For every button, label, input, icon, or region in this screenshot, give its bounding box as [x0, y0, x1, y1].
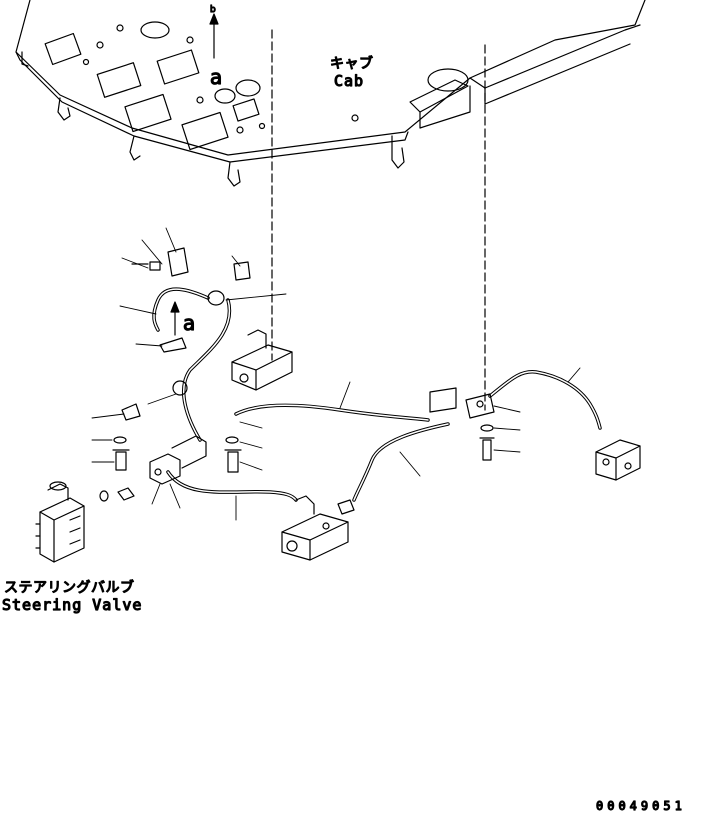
left-fasteners	[112, 403, 242, 473]
cab-floor-plate	[15, 0, 646, 187]
cab-label-jp: キャブ	[330, 55, 374, 72]
hose-lower	[166, 470, 298, 502]
view-label-a: a	[210, 65, 222, 89]
pipe-upper-right	[488, 370, 602, 430]
leader-lines	[91, 227, 581, 521]
right-block	[595, 439, 641, 481]
steering-valve-label-en: Steering Valve	[2, 596, 142, 614]
cab-label-en: Cab	[334, 72, 364, 90]
view-arrow-top	[209, 13, 219, 59]
lower-valve	[281, 495, 355, 561]
pipe-center	[234, 403, 430, 422]
steering-valve	[35, 481, 85, 563]
middle-valve-block	[231, 329, 293, 391]
arrow-marker: b	[210, 5, 216, 15]
hose-right	[352, 422, 450, 502]
right-bracket	[429, 387, 495, 461]
steering-valve-label-jp: ステアリングバルブ	[4, 579, 135, 596]
view-label-a-lower: a	[183, 311, 195, 335]
center-lines	[271, 29, 486, 411]
hose-left	[152, 287, 232, 442]
junction-block	[99, 435, 207, 502]
view-arrow-lower	[170, 301, 180, 336]
drawing-number: 00049051	[596, 799, 686, 813]
upper-clamp-group	[131, 247, 251, 353]
